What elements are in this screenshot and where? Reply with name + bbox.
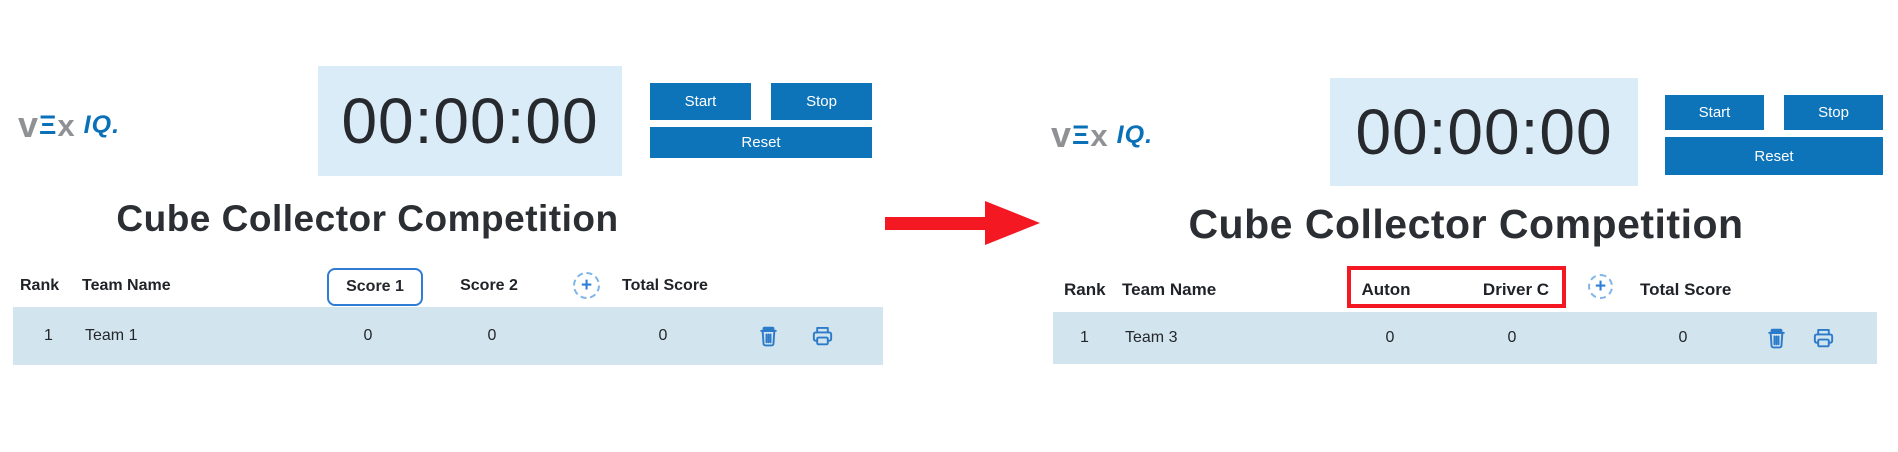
table-row: 1 Team 3 0 0 0 [1053, 312, 1877, 364]
team-name-cell: Team 3 [1125, 329, 1178, 346]
logo-letter-x: x [57, 107, 75, 143]
logo-letter-v: v [18, 104, 39, 145]
print-row-button[interactable] [1810, 325, 1837, 352]
score1-cell: 0 [363, 327, 373, 344]
trash-icon [760, 326, 777, 347]
table-row: 1 Team 1 0 0 0 [13, 307, 883, 365]
score1-column-name-input[interactable]: Score 1 [327, 268, 423, 306]
vex-iq-logo: v Ξ x IQ. [18, 103, 120, 147]
column-header-team-name: Team Name [82, 277, 171, 294]
printer-icon [812, 326, 833, 346]
logo-iq: IQ. [83, 110, 121, 139]
score2-cell: 0 [487, 327, 497, 344]
arrow-shaft [885, 217, 987, 230]
column-header-score2[interactable]: Score 2 [460, 277, 518, 294]
trash-icon [1768, 328, 1785, 349]
add-column-button[interactable]: + [1588, 274, 1613, 299]
total-score-cell: 0 [658, 327, 668, 344]
annotation-highlight-box [1347, 266, 1566, 308]
delete-row-button[interactable] [1763, 325, 1790, 352]
column-header-rank: Rank [20, 277, 60, 294]
column-header-score1: Score 1 [346, 278, 404, 295]
column-header-rank: Rank [1064, 280, 1106, 299]
score2-cell: 0 [1507, 329, 1517, 346]
total-score-cell: 0 [1678, 329, 1688, 346]
rank-cell: 1 [1080, 329, 1089, 346]
start-button[interactable]: Start [1665, 95, 1764, 130]
column-header-total-score: Total Score [1640, 280, 1732, 299]
plus-icon: + [1594, 275, 1607, 297]
score1-cell: 0 [1385, 329, 1395, 346]
logo-letter-x: x [1090, 117, 1108, 153]
logo-letter-v: v [1051, 114, 1072, 155]
reset-button[interactable]: Reset [650, 127, 872, 158]
timer-display: 00:00:00 [1330, 78, 1638, 186]
start-button[interactable]: Start [650, 83, 751, 120]
column-header-team-name: Team Name [1122, 280, 1217, 299]
print-row-button[interactable] [809, 323, 836, 350]
arrow-head [985, 201, 1040, 245]
stop-button[interactable]: Stop [1784, 95, 1883, 130]
printer-icon [1813, 328, 1834, 348]
column-header-score1[interactable]: Auton [1361, 280, 1411, 299]
column-header-score2[interactable]: Driver C [1482, 280, 1550, 299]
timer-display: 00:00:00 [318, 66, 622, 176]
stop-button[interactable]: Stop [771, 83, 872, 120]
vex-iq-logo: v Ξ x IQ. [1051, 112, 1153, 158]
reset-button[interactable]: Reset [1665, 137, 1883, 175]
delete-row-button[interactable] [755, 323, 782, 350]
page-title: Cube Collector Competition [116, 198, 619, 239]
add-column-button[interactable]: + [573, 272, 600, 299]
page-title: Cube Collector Competition [1188, 201, 1744, 247]
logo-iq: IQ. [1116, 120, 1154, 149]
column-header-total-score: Total Score [622, 277, 708, 294]
rank-cell: 1 [44, 327, 53, 344]
logo-letter-e: Ξ [39, 109, 57, 140]
plus-icon: + [580, 274, 593, 296]
logo-letter-e: Ξ [1072, 119, 1090, 150]
team-name-cell: Team 1 [85, 327, 138, 344]
